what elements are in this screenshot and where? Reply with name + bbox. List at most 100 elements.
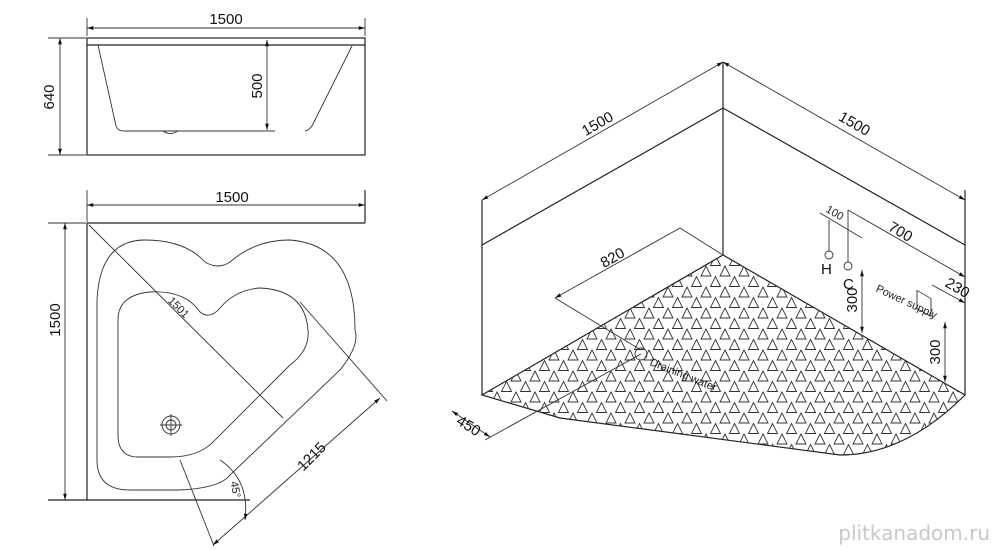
floor-triangle (814, 306, 826, 319)
floor-triangle (918, 275, 931, 287)
floor-triangle (519, 443, 532, 455)
floor-triangle (624, 327, 636, 340)
floor-triangle (681, 411, 693, 424)
floor-triangle (795, 432, 807, 445)
floor-triangle (747, 359, 760, 371)
floor-triangle (445, 298, 455, 308)
floor-triangle (435, 308, 445, 318)
floor-triangle (880, 317, 893, 329)
floor-triangle (861, 338, 874, 350)
floor-triangle (614, 338, 627, 350)
floor-triangle (643, 453, 655, 455)
floor-triangle (747, 275, 760, 287)
floor-triangle (967, 392, 977, 402)
floor-triangle (977, 298, 987, 308)
floor-triangle (804, 275, 817, 287)
floor-triangle (692, 466, 702, 476)
side-width-label: 1500 (209, 11, 242, 28)
floor-triangle (662, 255, 674, 256)
floor-triangle (986, 245, 996, 255)
floor-triangle (937, 422, 950, 434)
floor-triangle (576, 296, 589, 308)
floor-triangle (709, 359, 722, 371)
floor-triangle (833, 369, 845, 382)
floor-triangle (814, 327, 826, 340)
floor-triangle (681, 327, 693, 340)
floor-triangle (690, 359, 703, 371)
floor-triangle (595, 296, 608, 308)
floor-triangle (662, 327, 674, 340)
floor-triangle (482, 453, 484, 455)
floor-triangle (996, 382, 999, 392)
floor-triangle (576, 359, 589, 371)
floor-triangle (576, 443, 589, 455)
floor-triangle (464, 361, 474, 371)
floor-triangle (662, 453, 674, 455)
floor-triangle (728, 422, 741, 434)
floor-triangle (700, 432, 712, 445)
floor-triangle (576, 255, 589, 266)
floor-triangle (986, 329, 996, 339)
floor-triangle (909, 327, 921, 340)
floor-triangle (785, 275, 798, 287)
floor-triangle (605, 369, 617, 382)
floor-triangle (586, 306, 598, 319)
floor-triangle (557, 275, 570, 287)
floor-triangle (529, 369, 541, 382)
floor-triangle (510, 264, 522, 277)
floor-triangle (652, 380, 665, 392)
floor-triangle (871, 390, 883, 403)
floor-triangle (643, 255, 655, 256)
floor-triangle (833, 264, 845, 277)
floor-triangle (519, 380, 532, 392)
floor-triangle (652, 255, 665, 266)
floor-triangle (510, 411, 522, 424)
side-height-label: 640 (41, 84, 58, 109)
floor-triangle (871, 369, 883, 382)
top-height-label: 1500 (47, 303, 64, 336)
floor-triangle (548, 369, 560, 382)
floor-triangle (977, 361, 987, 371)
floor-triangle (766, 359, 779, 371)
floor-triangle (776, 327, 788, 340)
floor-triangle (586, 327, 598, 340)
floor-triangle (435, 413, 445, 423)
floor-triangle (842, 380, 855, 392)
floor-triangle (690, 255, 703, 266)
floor-triangle (871, 411, 883, 424)
floor-triangle (947, 432, 959, 445)
floor-triangle (871, 306, 883, 319)
floor-triangle (909, 411, 921, 424)
floor-triangle (567, 390, 579, 403)
floor-triangle (557, 380, 570, 392)
floor-triangle (529, 348, 541, 361)
floor-triangle (757, 306, 769, 319)
floor-triangle (890, 255, 902, 256)
floor-triangle (671, 359, 684, 371)
floor-triangle (624, 453, 636, 455)
floor-triangle (662, 432, 674, 445)
floor-triangle (823, 296, 836, 308)
diagonal-label: 1501 (165, 295, 191, 321)
floor-triangle (491, 348, 503, 361)
floor-triangle (510, 306, 522, 319)
floor-triangle (842, 338, 855, 350)
cold-height-label: 300 (844, 287, 861, 312)
cold-offset-label: 700 (885, 218, 915, 245)
floor-triangle (690, 401, 703, 413)
floor-triangle (681, 390, 693, 403)
floor-triangle (605, 306, 617, 319)
floor-triangle (652, 317, 665, 329)
floor-triangle (529, 306, 541, 319)
floor-triangle (757, 264, 769, 277)
floor-triangle (956, 443, 965, 455)
floor-triangle (757, 285, 769, 298)
floor-triangle (795, 285, 807, 298)
floor-triangle (825, 466, 835, 476)
floor-triangle (567, 255, 579, 256)
floor-triangle (482, 296, 494, 308)
floor-triangle (795, 411, 807, 424)
floor-triangle (967, 434, 977, 444)
floor-triangle (937, 296, 950, 308)
